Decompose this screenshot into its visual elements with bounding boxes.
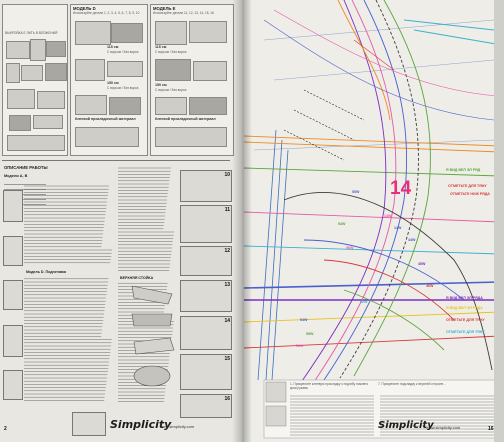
pattern-piece: [46, 41, 66, 57]
size-label: 55W: [352, 190, 360, 194]
fabric-label: С ворсом / Без ворса: [155, 88, 187, 92]
model-d-subtitle: Используйте детали 1, 2, 3, 4, 5, 6, 7, …: [73, 11, 140, 15]
step-illustration: [3, 190, 23, 222]
pattern-piece: [111, 23, 143, 43]
pieces-panel-left: ВЫКРОЙКА Е ЛИТЬ В ВЛОЖЕНИЙ: [2, 4, 68, 156]
fabric-width: 150 см: [107, 81, 119, 85]
model-d-title: МОДЕЛЬ D: [73, 6, 96, 11]
url-right: www.simplicity.com: [426, 425, 461, 430]
side-label: ОТМЕТЬТЕ НИЖ РЯДА: [450, 192, 490, 196]
pattern-piece: [9, 115, 31, 131]
size-label: 45W: [418, 262, 426, 266]
pattern-piece: [21, 65, 43, 81]
model-e-title: МОДЕЛЬ Е: [153, 6, 176, 11]
pattern-piece: [155, 21, 187, 45]
pieces-panel-d: МОДЕЛЬ D Используйте детали 1, 2, 3, 4, …: [70, 4, 148, 156]
fabric-label: С ворсом / Без ворса: [107, 86, 139, 90]
pattern-piece: [155, 59, 191, 81]
pattern-piece: [7, 135, 65, 151]
side-label: Я ВИД ВЕЛ ЭЛ РЯДА: [446, 306, 483, 310]
stage-title: Модель D. Подготовка: [26, 270, 66, 274]
step-illustration-14: 14: [180, 316, 232, 350]
pattern-piece: [155, 127, 227, 147]
model-ab-title: Модели А, B: [4, 174, 28, 178]
size-label: 56W: [346, 246, 354, 250]
step-illustration: [3, 236, 23, 266]
pattern-piece: [107, 61, 143, 77]
fabric-width: 115 см: [107, 45, 119, 49]
pattern-piece: [37, 91, 65, 109]
pattern-piece: [75, 95, 107, 115]
size-label: 56W: [296, 344, 304, 348]
pattern-piece: [109, 97, 141, 115]
pattern-piece: [75, 59, 105, 81]
step-illustration-11: 11: [180, 205, 232, 243]
right-bottom-text-1: 1. Прикрепите клеевую прокладку к подгиб…: [290, 382, 369, 390]
size-label: 44W: [408, 238, 416, 242]
size-label: 54W: [338, 222, 346, 226]
instructions-col-1: [4, 182, 46, 382]
pattern-piece: [33, 115, 63, 129]
pattern-piece: [30, 39, 46, 61]
divider: [2, 160, 230, 161]
brand-logo-right: Simplicity: [378, 420, 434, 431]
pattern-piece: [193, 61, 227, 81]
step-illustration-15: 15: [180, 354, 232, 390]
interfacing-label: Клеевой прокладочный материал: [75, 117, 136, 121]
page-gutter: [232, 0, 252, 442]
top-left-label: ВЫКРОЙКА Е ЛИТЬ В ВЛОЖЕНИЙ: [5, 31, 58, 35]
model-e-subtitle: Используйте детали 11, 12, 13, 14, 15, 1…: [153, 11, 214, 15]
pattern-piece: [155, 97, 187, 115]
pattern-piece: [6, 41, 30, 59]
size-label: 55W: [306, 332, 314, 336]
text-lines-col-2: [24, 185, 112, 401]
size-label: 52W: [360, 300, 368, 304]
pattern-piece: [75, 127, 139, 147]
side-label: ОТМЕТЬТЕ ДЛЯ ТЯНУ: [446, 318, 485, 322]
size-label: 46W: [426, 284, 434, 288]
pattern-sheet: [244, 0, 501, 439]
section-title: ОПИСАНИЕ РАБОТЫ: [4, 165, 48, 170]
pattern-piece: [189, 97, 227, 115]
interfacing-label: Клеевой прокладочный материал: [155, 117, 216, 121]
fabric-label: С ворсом / Без ворса: [107, 50, 139, 54]
side-label: ОТМЕТЬТЕ ДЛЯ ТЯНУ: [448, 184, 487, 188]
pieces-panel-e: МОДЕЛЬ Е Используйте детали 11, 12, 13, …: [150, 4, 234, 156]
size-label: 14W: [394, 226, 402, 230]
pattern-piece: [7, 89, 35, 109]
right-bottom-text-2: 7. Прикрепите подкладку к верхней сторон…: [378, 382, 446, 386]
fabric-label: С ворсом / Без ворса: [155, 50, 187, 54]
step-illustration-10: 10: [180, 170, 232, 202]
step-illustration-16: 16: [180, 394, 232, 418]
sleeve-illustration: [131, 285, 175, 387]
url-left: www.simplicity.com: [160, 424, 195, 429]
wing-label: ВЕРХНЯЯ СТОЙКА: [120, 276, 154, 280]
step-illustration: [3, 325, 23, 357]
right-page: [244, 0, 504, 442]
size-label: 14W: [384, 214, 392, 218]
pattern-piece: [6, 63, 20, 83]
pattern-piece: [45, 63, 67, 81]
page-edge: [494, 0, 504, 442]
pattern-piece: [189, 21, 227, 43]
step-illustration: [72, 412, 106, 436]
fabric-width: 115 см: [155, 45, 167, 49]
page-number-right: 16: [488, 426, 494, 432]
step-illustration: [3, 280, 23, 310]
side-label: ОТМЕТЬТЕ ДЛЯ ТЯНУ: [446, 330, 485, 334]
pattern-big-number: 14: [390, 178, 412, 199]
side-label: Я ВИД ВЕЛ ЭЛ РЯДА: [446, 296, 483, 300]
side-label: Я ВИД ВЕЛ ЭЛ РЯД: [446, 168, 481, 172]
pattern-piece: [75, 21, 111, 45]
size-label: 54W: [300, 318, 308, 322]
fabric-width: 150 см: [155, 83, 167, 87]
step-illustration-13: 13: [180, 280, 232, 312]
left-page: ВЫКРОЙКА Е ЛИТЬ В ВЛОЖЕНИЙ МОДЕЛЬ D Испо…: [0, 0, 244, 442]
page-number-left: 2: [4, 426, 7, 432]
step-illustration: [3, 370, 23, 400]
brand-logo-left: Simplicity: [110, 418, 172, 431]
step-illustration-12: 12: [180, 246, 232, 276]
